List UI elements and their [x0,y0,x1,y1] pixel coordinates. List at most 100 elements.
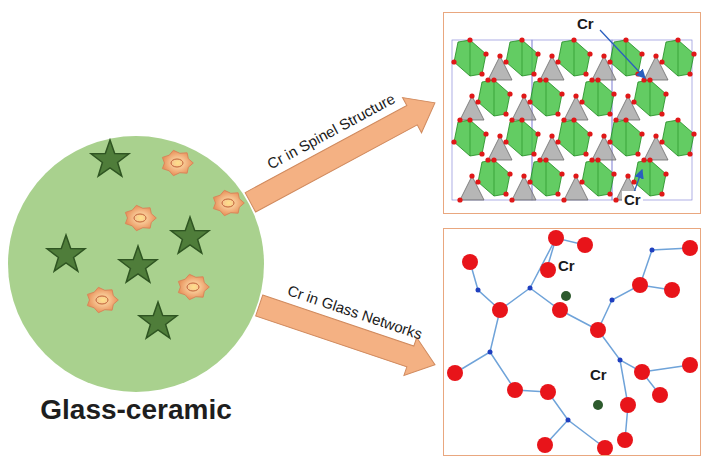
oxygen-atom [639,131,644,136]
octahedron-edge [522,120,523,156]
glass-blob-core [171,159,183,167]
octahedron [478,160,510,196]
octahedron [662,40,694,76]
glass-network-panel: CrCr [443,228,701,456]
oxygen-atom [475,179,480,184]
oxygen-atom [691,131,696,136]
glass-network [455,238,690,448]
octahedron-edge [574,120,575,156]
oxygen-atom [691,51,696,56]
oxygen-atom [639,51,644,56]
oxygen-atom [483,131,488,136]
oxygen-atom [527,179,532,184]
oxygen-atom [531,71,536,76]
oxygen-atom [625,93,630,98]
oxygen-atom [583,151,588,156]
octahedron-edge [626,120,627,156]
glass-ceramic-node: Glass-ceramic [8,136,264,436]
oxygen-atom [537,157,542,162]
oxygen-atom [519,37,524,42]
glass-ceramic-disc [8,136,264,392]
oxygen-atom [555,139,560,144]
oxygen-atom [537,77,542,82]
octahedron [610,120,642,156]
octahedron-edge [598,160,599,196]
oxygen-atom [503,139,508,144]
oxygen-atom [641,77,646,82]
oxygen-atom [687,151,692,156]
oxygen-atom [483,51,488,56]
octahedron [558,120,590,156]
oxygen-atom [507,171,512,176]
oxygen-atom [475,99,480,104]
oxygen-atom [607,191,612,196]
oxygen-atom [663,91,668,96]
oxygen-atom [503,59,508,64]
oxygen-atom [573,173,578,178]
title-label: Glass-ceramic [40,394,231,426]
star-crystal [171,217,209,253]
octahedron-edge [678,120,679,156]
oxygen-atom [613,197,618,202]
oxygen-atom [653,133,658,138]
oxygen-atom [509,197,514,202]
octahedron-edge [470,120,471,156]
element-label: Cr [556,257,577,274]
glass-blob [162,150,193,175]
glass-blob-core [222,199,234,207]
octahedron [454,40,486,76]
oxygen-atom [631,99,636,104]
oxygen-atom [491,77,496,82]
oxygen-atom [555,111,560,116]
oxygen-atom [571,37,576,42]
glass-blob-core [96,296,108,304]
oxygen-atom [467,117,472,122]
oxygen-atom [503,191,508,196]
crystal-stars [47,140,209,338]
oxygen-atom [467,37,472,42]
oxygen-atom [497,53,502,58]
octahedron-edge [494,80,495,116]
oxygen-atom [485,157,490,162]
oxygen-atom [601,53,606,58]
oxygen-atom [507,91,512,96]
spinel-panel: CrCr [443,12,701,214]
octahedron [454,120,486,156]
oxygen-atom [543,77,548,82]
octahedron-edge [470,40,471,76]
oxygen-atom [555,191,560,196]
oxygen-atom [659,59,664,64]
oxygen-atom [579,179,584,184]
oxygen-atom [491,157,496,162]
oxygen-atom [675,37,680,42]
glass-blob [87,287,118,312]
oxygen-atom [485,77,490,82]
octahedron-edge [494,160,495,196]
oxygen-atom [497,133,502,138]
oxygen-atom [509,117,514,122]
octahedron-edge [574,40,575,76]
octahedron [530,160,562,196]
oxygen-atom [535,51,540,56]
oxygen-atom [595,77,600,82]
octahedron [662,120,694,156]
oxygen-atom [583,71,588,76]
oxygen-atom [687,71,692,76]
oxygen-atom [457,117,462,122]
network-atoms [447,230,698,456]
oxygen-atom [589,77,594,82]
octahedron-edge [522,40,523,76]
spinel-structure [451,37,696,202]
star-crystal [139,302,177,338]
oxygen-atom [457,197,462,202]
oxygen-atom [555,59,560,64]
glass-blob-core [187,283,199,291]
oxygen-atom [479,71,484,76]
oxygen-atom [535,131,540,136]
octahedron-edge [650,80,651,116]
oxygen-atom [543,157,548,162]
oxygen-atom [573,93,578,98]
element-label: Cr [588,366,609,383]
oxygen-atom [527,99,532,104]
octahedron [478,80,510,116]
